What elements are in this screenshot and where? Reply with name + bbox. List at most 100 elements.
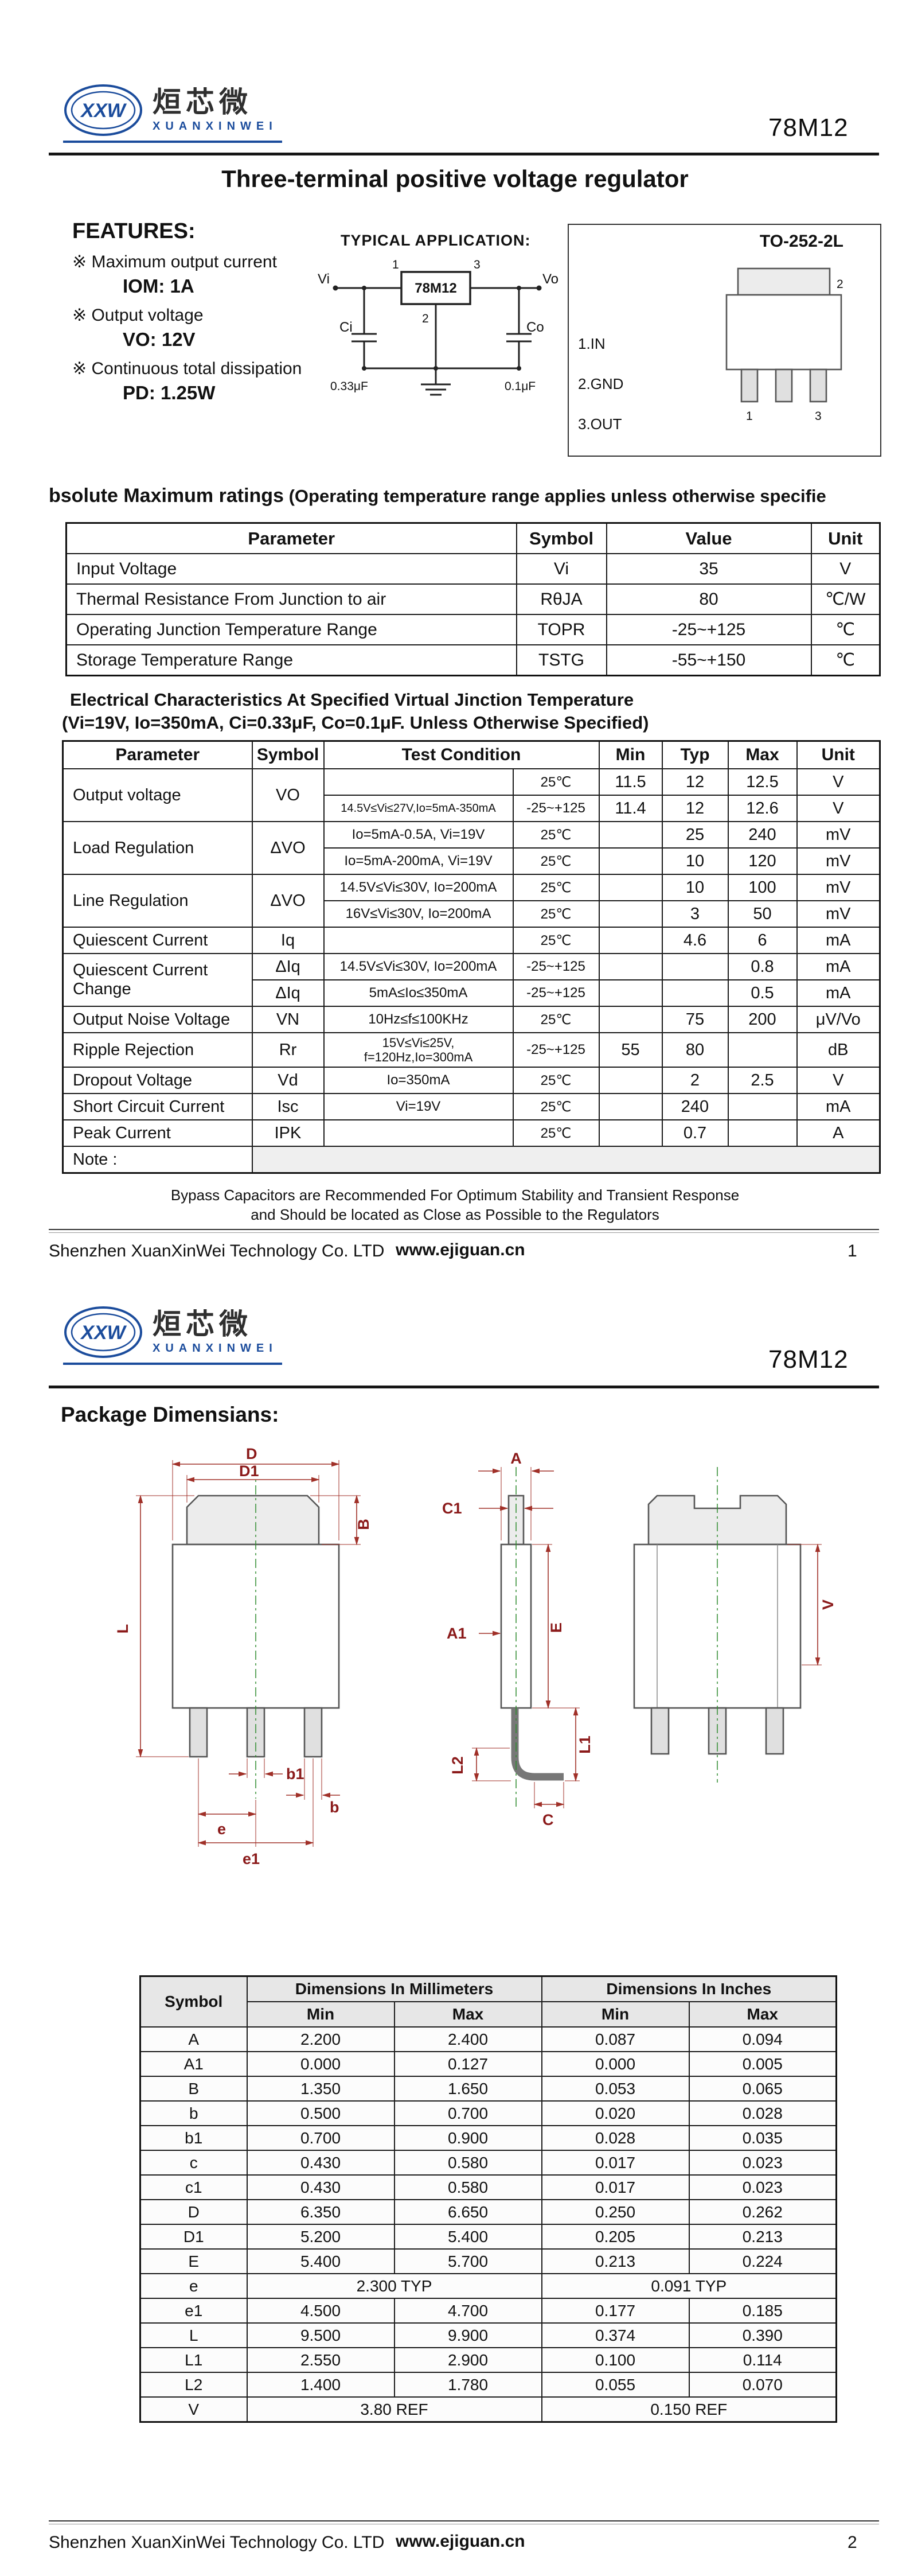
footer-company: Shenzhen XuanXinWei Technology Co. LTD [49,2533,385,2552]
cell [727,1093,798,1120]
footer-rule [49,1229,879,1233]
cell: 0.900 [393,2125,542,2151]
cell: b1 [139,2125,248,2151]
note-label-cell: Note : [62,1146,253,1174]
vi-label: Vi [318,271,330,287]
cell: ΔVO [251,821,325,875]
cell: 12 [661,795,729,822]
abs-max-heading-b: (Operating temperature range applies unl… [283,486,826,506]
cell: 25℃ [512,1006,600,1033]
cell: Storage Temperature Range [65,644,517,676]
cell: 5.200 [246,2224,395,2250]
cell: 12.6 [727,795,798,822]
cell: V [796,768,881,796]
cell: 10 [661,847,729,875]
cell [598,1006,663,1033]
column-header: Min [598,740,663,769]
page-number: 1 [847,1242,857,1260]
cell: 0.020 [541,2100,690,2126]
features-section: FEATURES: ※ Maximum output current IOM: … [72,219,313,404]
feature-value: PD: 1.25W [123,382,216,403]
cell: 0.205 [541,2224,690,2250]
dim-label-L1: L1 [576,1736,593,1754]
dim-label-E: E [548,1622,565,1633]
cell: Peak Current [62,1119,253,1147]
table-row: Peak Current IPK 25℃ 0.7 A [62,1119,881,1147]
cell: Operating Junction Temperature Range [65,614,517,645]
cell: 80 [661,1032,729,1068]
cell: L1 [139,2347,248,2373]
pin2-mark: 2 [837,278,843,291]
cell: V [810,553,881,585]
footer-website-link[interactable]: www.ejiguan.cn [396,2532,525,2551]
cell: 240 [727,821,798,849]
cell: 0.374 [541,2322,690,2348]
circuit-junction-dots [333,285,542,371]
cell: Isc [251,1093,325,1120]
dim-label-e: e [217,1820,226,1838]
front-view: D D1 B L b1 [114,1445,372,1867]
cell: 9.900 [393,2322,542,2348]
cell: 0.100 [541,2347,690,2373]
ci-value: 0.33μF [330,380,368,393]
cell: 0.700 [393,2100,542,2126]
cell: Quiescent Current Change [62,953,253,1007]
cell: -55~+150 [606,644,812,676]
cell: mA [796,979,881,1007]
cell: 2.300 TYP [246,2273,542,2299]
pin3-mark: 3 [815,410,822,423]
cell: 6.650 [393,2199,542,2225]
cell: 0.055 [541,2372,690,2398]
cell: 2.900 [393,2347,542,2373]
cell [598,1119,663,1147]
cell: Load Regulation [62,821,253,875]
bypass-note-line2: and Should be located as Close as Possib… [251,1206,659,1223]
cell: 25℃ [512,927,600,954]
regulator-chip-label: 78M12 [415,281,456,296]
table-row: 14.5V≤Vi≤27V,Io=5mA-350mA -25~+125 11.4 … [63,795,881,822]
footer-website-link[interactable]: www.ejiguan.cn [396,1240,525,1259]
package-outline-box: TO-252-2L 1.IN 2.GND 3.OUT 2 1 3 [568,224,881,457]
cell: A [796,1119,881,1147]
column-header: Symbol [251,740,325,769]
cell: 120 [727,847,798,875]
table-header-row: Min Max Min Max [140,2001,837,2028]
cell: 0.224 [688,2248,837,2274]
logo-mark-text: XXW [80,100,127,122]
cell: 1.350 [246,2076,395,2102]
cell: -25~+125 [512,1032,600,1068]
package-name: TO-252-2L [759,232,843,251]
cell: ΔVO [251,874,325,928]
cell: 9.500 [246,2322,395,2348]
cell: 0.023 [688,2150,837,2176]
cell: 0.177 [541,2298,690,2324]
cell: 0.005 [688,2051,837,2077]
cell: 4.700 [393,2298,542,2324]
cell [598,874,663,901]
logo-ellipse-icon: XXW [64,1306,142,1358]
cell: 25℃ [512,874,600,901]
cell: 25℃ [512,1093,600,1120]
cell: -25~+125 [512,953,600,980]
logo-underline [63,141,282,143]
cell: 0.028 [688,2100,837,2126]
cell: 0.8 [727,953,798,980]
cell: 0.213 [541,2248,690,2274]
part-number: 78M12 [768,114,849,142]
cell: ℃ [810,644,881,676]
header-rule [49,153,879,155]
cell: VN [251,1006,325,1033]
cell [598,900,663,928]
cell: 3 [661,900,729,928]
table-row: Output voltage VO 25℃ 11.5 12 12.5 V [62,768,881,822]
cell: 2 [661,1067,729,1094]
cell [661,953,729,980]
column-header: Unit [810,522,881,554]
cell: D1 [139,2224,248,2250]
cell: 2.5 [727,1067,798,1094]
page-title: Three-terminal positive voltage regulato… [221,165,689,192]
